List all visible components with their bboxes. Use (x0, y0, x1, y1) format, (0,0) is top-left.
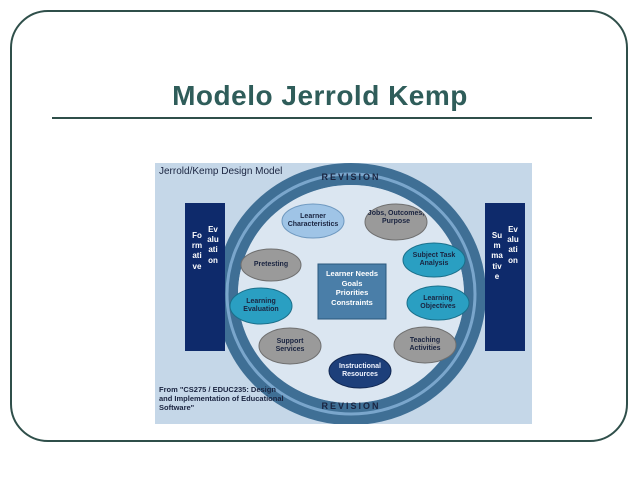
summative-evaluation-label: Evaluation (507, 225, 519, 265)
label-jobs-outcomes-purpose: Jobs, Outcomes, Purpose (367, 210, 425, 225)
diagram-heading: Jerrold/Kemp Design Model (159, 166, 283, 177)
node-learning-evaluation (229, 287, 293, 325)
label-learning-objectives: Learning Objectives (420, 295, 456, 310)
formative-evaluation-bar: Formative Evaluation (185, 203, 225, 351)
node-learner-characteristics (281, 203, 345, 239)
node-jobs-outcomes-purpose (364, 203, 428, 241)
label-instructional-resources: Instructional Resources (338, 363, 381, 378)
center-line: Goals (341, 278, 363, 288)
label-learner-characteristics: Learner Characteristics (287, 213, 339, 228)
center-line: Learner Needs (325, 269, 379, 278)
revision-ring-highlight (225, 172, 477, 416)
center-box (317, 263, 387, 320)
revision-label-bottom: REVISION (321, 401, 381, 411)
diagram-graphics (216, 163, 486, 424)
title-divider (52, 117, 592, 119)
slide-title: Modelo Jerrold Kemp (172, 80, 468, 111)
formative-label: Formative (191, 231, 203, 271)
node-pretesting (240, 248, 302, 282)
center-line: Constraints (331, 297, 373, 307)
summative-evaluation-bar: Summative Evaluation (485, 203, 525, 351)
node-instructional-resources (328, 353, 392, 389)
node-subject-task-analysis (402, 242, 466, 278)
source-note: From "CS275 / EDUC235: Design and Implem… (159, 385, 284, 412)
formative-evaluation-label: Evaluation (207, 225, 219, 265)
label-learning-evaluation: Learning Evaluation (243, 298, 279, 313)
label-teaching-activities: Teaching Activities (409, 337, 441, 352)
center-label: Learner Needs Goals Priorities Constrain… (319, 269, 385, 307)
node-learning-objectives (406, 285, 470, 321)
label-support-services: Support Services (275, 338, 305, 353)
label-pretesting: Pretesting (253, 261, 289, 268)
kemp-diagram: Jerrold/Kemp Design Model REVISION REVIS… (155, 163, 532, 424)
node-teaching-activities (393, 326, 457, 364)
node-support-services (258, 327, 322, 365)
label-subject-task-analysis: Subject Task Analysis (412, 252, 456, 267)
summative-label: Summative (491, 231, 503, 281)
revision-label-top: REVISION (321, 172, 381, 182)
center-line: Priorities (335, 288, 369, 297)
